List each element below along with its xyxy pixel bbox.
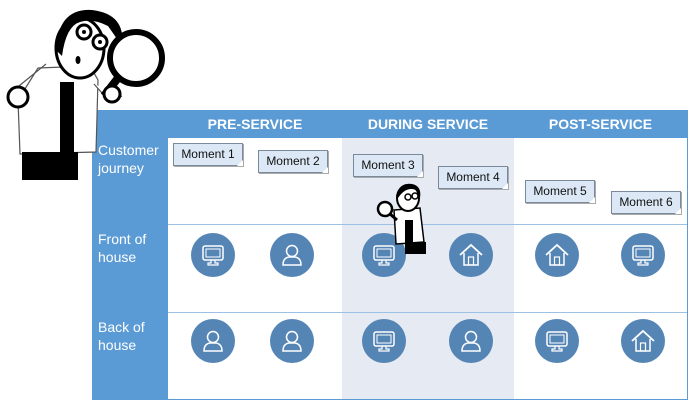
pre-service-column <box>168 138 342 399</box>
row-divider <box>168 224 687 225</box>
monitor-icon-glyph <box>546 331 568 352</box>
house-icon-glyph <box>545 243 569 266</box>
house-icon <box>621 319 665 363</box>
phase-header-pre: PRE-SERVICE <box>207 116 303 132</box>
house-icon <box>449 233 493 277</box>
label-line: Front of <box>98 231 147 247</box>
monitor-icon <box>621 233 665 277</box>
researcher-cartoon-small-icon <box>376 183 426 254</box>
row-divider <box>168 312 687 313</box>
moment-card-4: Moment 4 <box>438 166 508 189</box>
moment-card-2: Moment 2 <box>258 150 328 173</box>
label-line: house <box>98 337 137 353</box>
person-icon <box>191 319 235 363</box>
phase-header-during: DURING SERVICE <box>367 116 489 132</box>
person-icon-glyph <box>203 330 223 352</box>
label-line: Customer <box>98 142 159 158</box>
monitor-icon <box>191 233 235 277</box>
person-icon-glyph <box>282 330 302 352</box>
moment-card-1: Moment 1 <box>173 143 243 166</box>
person-icon <box>449 319 493 363</box>
monitor-icon-glyph <box>373 331 395 352</box>
monitor-icon-glyph <box>373 245 395 266</box>
moment-card-6: Moment 6 <box>611 191 681 214</box>
monitor-icon-glyph <box>202 245 224 266</box>
person-icon <box>270 233 314 277</box>
monitor-icon-glyph <box>632 245 654 266</box>
moment-card-5: Moment 5 <box>525 180 595 203</box>
house-icon-glyph <box>631 329 655 352</box>
moment-card-3: Moment 3 <box>353 154 423 177</box>
row-label-back-of-house: Back of house <box>98 318 145 354</box>
monitor-icon <box>362 319 406 363</box>
label-line: house <box>98 249 137 265</box>
house-icon <box>535 233 579 277</box>
label-line: journey <box>98 160 144 176</box>
house-icon-glyph <box>459 243 483 266</box>
person-icon-glyph <box>461 330 481 352</box>
label-line: Back of <box>98 319 145 335</box>
person-icon <box>270 319 314 363</box>
phase-header-post: POST-SERVICE <box>548 116 653 132</box>
person-icon-glyph <box>282 244 302 266</box>
researcher-cartoon-large-icon <box>6 9 165 180</box>
monitor-icon <box>535 319 579 363</box>
row-label-front-of-house: Front of house <box>98 230 146 266</box>
row-label-customer-journey: Customer journey <box>98 141 159 177</box>
